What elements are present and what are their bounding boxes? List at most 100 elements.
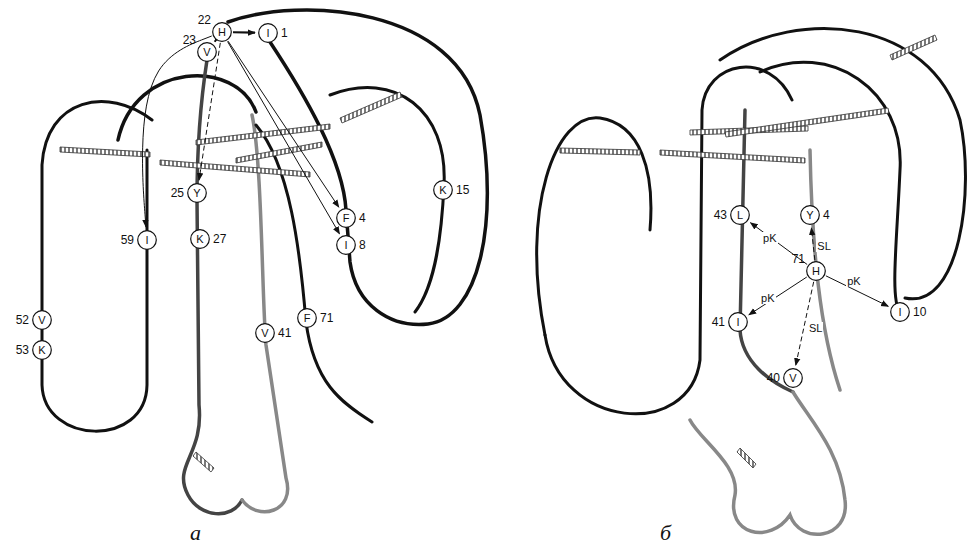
edge-label: pK	[762, 232, 777, 244]
residue-number: 71	[320, 311, 333, 325]
circle-outline	[188, 184, 207, 203]
circle-outline	[337, 209, 356, 228]
chain-segment	[740, 110, 793, 392]
residue-number: 22	[198, 13, 211, 27]
residue-circle: F71	[297, 308, 317, 328]
residue-circle: L43	[730, 205, 750, 225]
residue-letter: F	[336, 208, 356, 228]
circle-outline	[337, 236, 356, 255]
backbone-a	[42, 10, 487, 514]
residue-circle: V52	[32, 310, 52, 330]
residue-number: 4	[359, 211, 366, 225]
residue-letter: V	[32, 310, 52, 330]
residue-circle: H71	[806, 261, 826, 281]
circle-outline	[801, 206, 820, 225]
edge-label: pK	[760, 292, 775, 304]
residue-circle: H22	[212, 22, 232, 42]
residue-number: 4	[823, 208, 830, 222]
residue-letter: V	[255, 323, 275, 343]
residue-letter: Y	[187, 183, 207, 203]
crosslink-arrow	[214, 40, 217, 43]
hatched-bond	[560, 148, 640, 155]
crosslink-arrow	[811, 228, 814, 260]
residue-letter: V	[783, 368, 803, 388]
residue-letter: K	[190, 229, 210, 249]
edge-label: SL	[816, 240, 831, 252]
residue-circle: I41	[728, 312, 748, 332]
circle-outline	[434, 181, 453, 200]
residue-number: 71	[792, 252, 805, 266]
crosslink-arrow	[228, 42, 340, 234]
residue-letter: F	[297, 308, 317, 328]
chain-segment	[42, 102, 152, 432]
backbone-b	[537, 28, 966, 534]
edge-label: pK	[846, 275, 861, 287]
residue-circle: F4	[336, 208, 356, 228]
residue-letter: L	[730, 205, 750, 225]
residue-circle: I1	[258, 23, 278, 43]
residue-circle: V40	[783, 368, 803, 388]
residue-number: 52	[16, 313, 29, 327]
circle-outline	[298, 309, 317, 328]
crosslink-arrow	[749, 277, 807, 315]
chain-segment	[228, 10, 487, 324]
circle-outline	[33, 311, 52, 330]
chain-segment	[537, 118, 651, 335]
residue-number: 10	[913, 305, 926, 319]
residue-number: 41	[278, 326, 291, 340]
residue-number: 40	[767, 371, 780, 385]
chain-segment	[760, 62, 900, 312]
circle-outline	[807, 262, 826, 281]
residue-letter: I	[137, 230, 157, 250]
residue-circle: I59	[137, 230, 157, 250]
edge-label: SL	[808, 322, 823, 334]
hatched-bonds-a	[60, 92, 402, 472]
residue-letter: K	[32, 340, 52, 360]
residue-number: 53	[16, 343, 29, 357]
chain-segment	[690, 392, 845, 534]
residue-circle: K53	[32, 340, 52, 360]
residue-letter: I	[728, 312, 748, 332]
circle-outline	[33, 341, 52, 360]
residue-circle: I8	[336, 235, 356, 255]
residue-number: 59	[121, 233, 134, 247]
hatched-bonds-b	[560, 35, 937, 468]
panel-label: а	[190, 520, 201, 546]
hatched-bond	[160, 160, 310, 177]
residue-circle: I10	[890, 302, 910, 322]
crosslink-arrow	[143, 36, 212, 227]
chain-segment	[183, 60, 242, 514]
residue-letter: I	[890, 302, 910, 322]
hatched-bond	[193, 452, 214, 472]
circle-outline	[891, 303, 910, 322]
hatched-bond	[236, 142, 322, 163]
residue-number: 27	[213, 232, 226, 246]
residue-letter: H	[806, 261, 826, 281]
chain-segment	[330, 88, 444, 312]
circle-outline	[256, 324, 275, 343]
circle-outline	[198, 43, 217, 62]
residue-letter: Y	[800, 205, 820, 225]
residue-letter: V	[197, 42, 217, 62]
residue-circle: V41	[255, 323, 275, 343]
circle-outline	[784, 369, 803, 388]
residue-circle: V23	[197, 42, 217, 62]
residue-number: 23	[183, 33, 196, 47]
chain-segment	[118, 76, 256, 140]
crosslink-arrow	[199, 43, 220, 180]
residue-number: 25	[171, 186, 184, 200]
residue-number: 1	[281, 26, 288, 40]
circle-outline	[731, 206, 750, 225]
hatched-bond	[340, 92, 402, 123]
hatched-bond	[60, 147, 150, 157]
hatched-bond	[737, 448, 756, 468]
hatched-bond	[660, 150, 805, 163]
residue-number: 41	[712, 315, 725, 329]
circle-outline	[138, 231, 157, 250]
circle-outline	[213, 23, 232, 42]
circle-outline	[259, 24, 278, 43]
residue-letter: I	[336, 235, 356, 255]
circle-outline	[729, 313, 748, 332]
circle-outline	[191, 230, 210, 249]
